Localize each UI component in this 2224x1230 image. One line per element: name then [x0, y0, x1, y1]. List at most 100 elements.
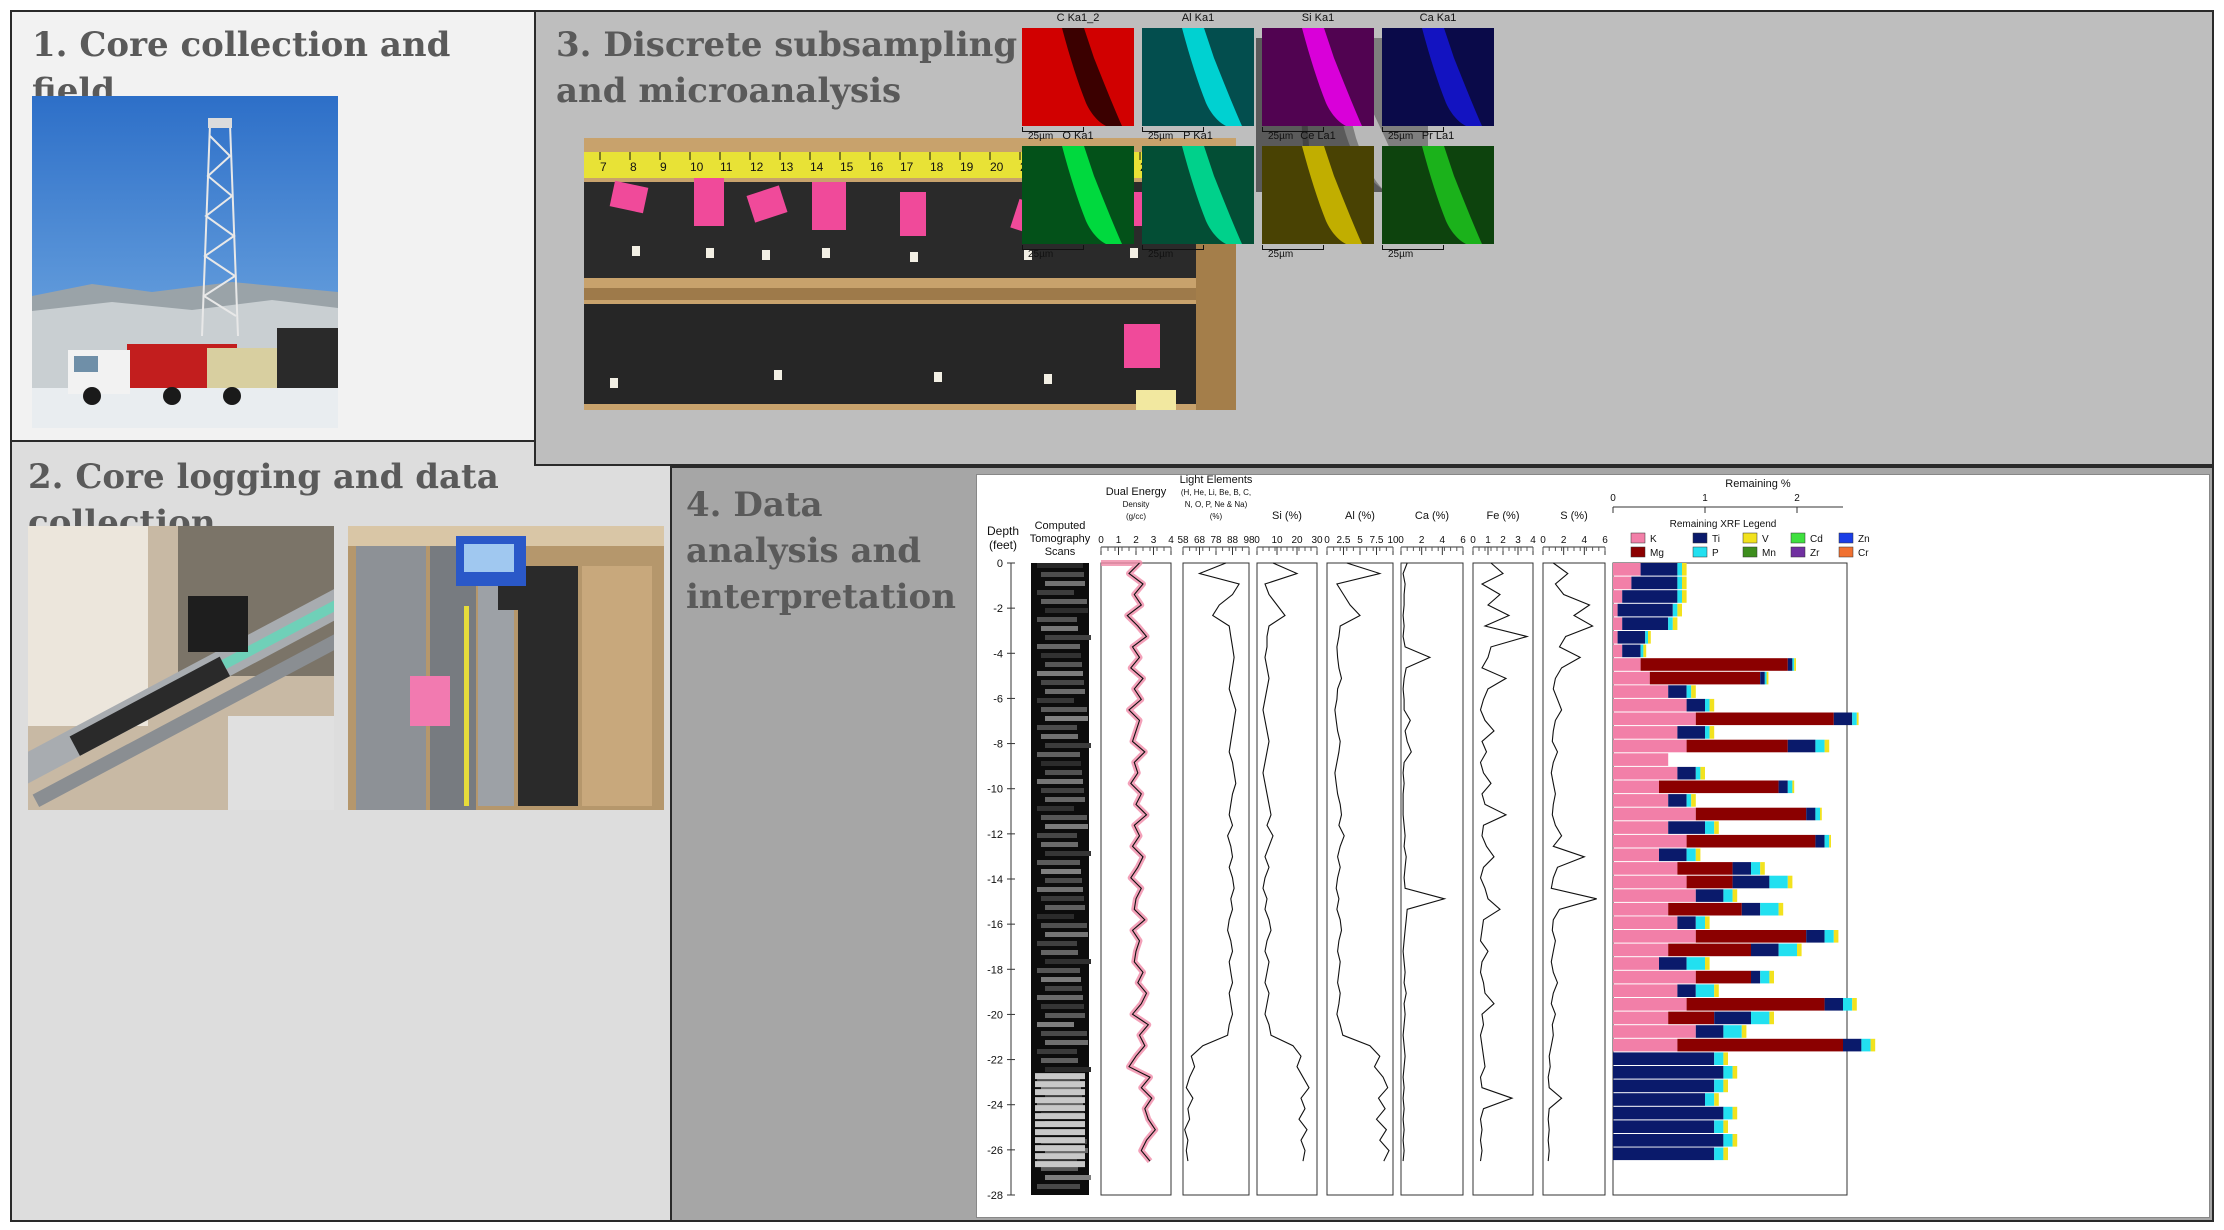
- remaining-bar-segment: [1645, 631, 1648, 644]
- legend-swatch: [1692, 532, 1708, 544]
- remaining-bar-segment: [1613, 1066, 1724, 1079]
- remaining-bar-segment: [1668, 902, 1742, 916]
- element-map-image: [1262, 146, 1374, 244]
- remaining-bar-segment: [1787, 780, 1793, 794]
- element-map-image: [1262, 28, 1374, 126]
- ct-band: [1045, 797, 1085, 802]
- remaining-bar-segment: [1622, 590, 1678, 603]
- remaining-bar-segment: [1741, 902, 1761, 916]
- track-title: Ca (%): [1415, 510, 1449, 522]
- remaining-bar-segment: [1659, 957, 1687, 970]
- remaining-bar-segment: [1613, 902, 1669, 916]
- remaining-bar-segment: [1677, 563, 1682, 576]
- scale-bar: [1142, 127, 1204, 132]
- remaining-bar-segment: [1640, 658, 1788, 671]
- remaining-title: Remaining %: [1725, 478, 1791, 490]
- remaining-bar-segment: [1843, 1038, 1862, 1052]
- remaining-bar-segment: [1714, 1093, 1719, 1106]
- panel-subsampling: 3. Discrete subsampling and microanalysi…: [534, 10, 2214, 466]
- remaining-bar-segment: [1648, 631, 1651, 644]
- ct-band: [1045, 905, 1085, 910]
- remaining-bar-segment: [1815, 834, 1825, 848]
- track-title: (H, He, Li, Be, B, C,: [1181, 488, 1251, 497]
- scale-bar: [1382, 127, 1444, 132]
- legend-label: Cr: [1858, 548, 1869, 559]
- well-log-chart: Depth(feet)0-2-4-6-8-10-12-14-16-18-20-2…: [976, 474, 2210, 1218]
- remaining-bar-segment: [1751, 970, 1761, 984]
- ct-title: Computed: [1035, 520, 1086, 532]
- ct-band: [1041, 734, 1078, 739]
- track-tick-label: 7.5: [1370, 535, 1384, 546]
- ct-band: [1045, 716, 1088, 721]
- remaining-bar-segment: [1723, 1147, 1728, 1161]
- track-tick-label: 20: [1291, 535, 1303, 546]
- remaining-bar-segment: [1659, 780, 1779, 794]
- remaining-bar-segment: [1766, 671, 1769, 685]
- tape-number: 9: [660, 160, 667, 174]
- element-map-image: [1142, 28, 1254, 126]
- element-map-image: [1382, 28, 1494, 126]
- track-title: Density: [1123, 500, 1150, 509]
- remaining-bar-segment: [1613, 1079, 1715, 1093]
- track-tick-label: 0: [1540, 535, 1546, 546]
- remaining-bar-segment: [1613, 603, 1618, 617]
- remaining-bar-segment: [1686, 848, 1696, 862]
- remaining-bar-segment: [1613, 957, 1659, 970]
- remaining-bar-segment: [1714, 1120, 1724, 1133]
- legend-label: Cd: [1810, 534, 1823, 545]
- remaining-bar-segment: [1732, 889, 1738, 902]
- ct-band: [1035, 1161, 1085, 1168]
- legend-swatch: [1790, 546, 1806, 558]
- track-tick-label: 98: [1243, 535, 1255, 546]
- remaining-bar-segment: [1695, 916, 1705, 929]
- depth-tick-label: -10: [987, 784, 1003, 796]
- track-frame: [1256, 562, 1318, 1196]
- remaining-bar-segment: [1668, 685, 1687, 698]
- remaining-bar-segment: [1833, 712, 1853, 726]
- remaining-bar-segment: [1764, 671, 1767, 685]
- remaining-bar-segment: [1714, 821, 1719, 834]
- ct-band: [1041, 950, 1078, 955]
- core-box-photo: 7891011121314151617181920212223242526: [584, 138, 1236, 410]
- ct-band: [1045, 986, 1082, 991]
- track-tick-label: 88: [1227, 535, 1239, 546]
- remaining-bar-segment: [1668, 821, 1705, 834]
- depth-tick-label: -18: [987, 964, 1003, 976]
- tape-number: 16: [870, 160, 884, 174]
- remaining-bar-segment: [1686, 685, 1692, 698]
- remaining-bar-segment: [1709, 726, 1715, 739]
- legend-label: Mg: [1650, 548, 1664, 559]
- remaining-bar-segment: [1686, 739, 1788, 753]
- ct-band: [1045, 1040, 1088, 1045]
- remaining-bar-segment: [1691, 794, 1696, 807]
- scale-label: 25µm: [1148, 249, 1174, 260]
- remaining-bar-segment: [1705, 916, 1710, 929]
- remaining-bar-segment: [1613, 739, 1687, 753]
- element-map-label: Al Ka1: [1181, 12, 1215, 24]
- remaining-bar-segment: [1695, 984, 1715, 997]
- track-tick-label: 3: [1151, 535, 1157, 546]
- legend-swatch: [1630, 546, 1646, 558]
- ct-band: [1035, 1153, 1085, 1160]
- remaining-bar-segment: [1677, 766, 1696, 780]
- remaining-bar-segment: [1751, 1011, 1770, 1025]
- remaining-bar-segment: [1613, 753, 1669, 766]
- scale-label: 25µm: [1388, 249, 1414, 260]
- remaining-bar-segment: [1613, 1147, 1715, 1161]
- track-frame: [1326, 562, 1394, 1196]
- remaining-bar-segment: [1613, 1106, 1724, 1120]
- ct-band: [1035, 1097, 1085, 1104]
- track-title: Dual Energy: [1106, 486, 1167, 498]
- panel-core-logging: 2. Core logging and data collection: [10, 440, 672, 1222]
- remaining-bar-segment: [1714, 1011, 1751, 1025]
- track-series-line: [1479, 562, 1530, 1162]
- tape-number: 8: [630, 160, 637, 174]
- ct-band: [1035, 1073, 1085, 1080]
- remaining-bar-segment: [1732, 875, 1770, 889]
- legend-swatch: [1692, 546, 1708, 558]
- ct-band: [1045, 1013, 1085, 1018]
- tape-number: 20: [990, 160, 1004, 174]
- remaining-bar-segment: [1682, 576, 1687, 590]
- remaining-bar-segment: [1613, 726, 1678, 739]
